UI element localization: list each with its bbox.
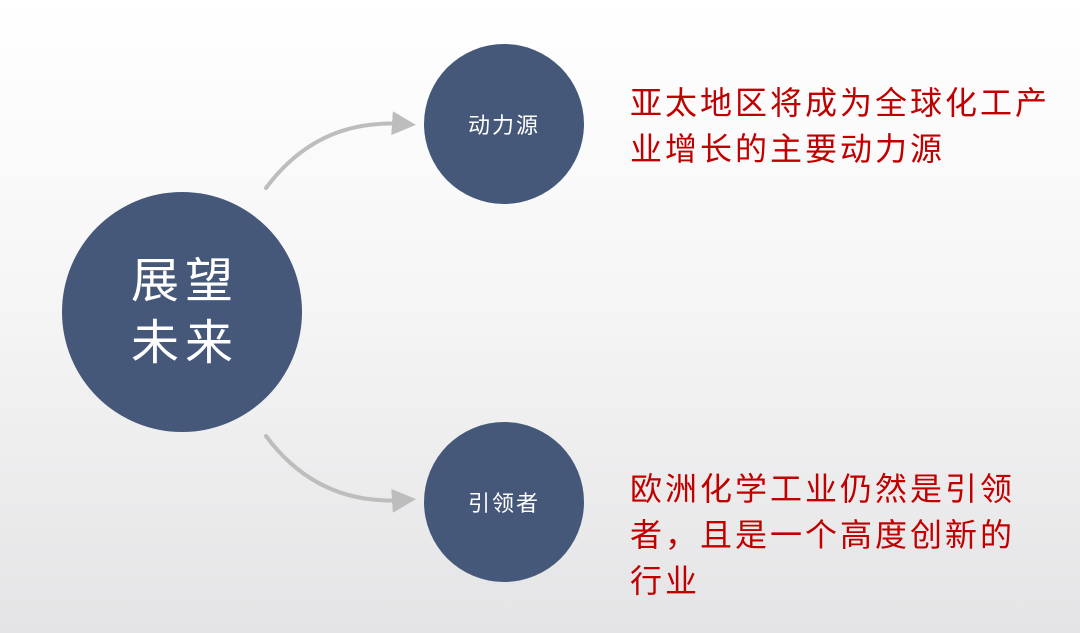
arrow-to-bottom-branch [264,434,416,513]
branch-description-leader: 欧洲化学工业仍然是引领者，且是一个高度创新的行业 [630,470,1016,600]
branch-node-leader: 引领者 [424,422,584,582]
main-topic-label: 展望未来 [130,253,239,371]
main-topic-node: 展望未来 [62,192,302,432]
branch-label-driving-force: 动力源 [467,114,540,139]
branch-description-driving-force: 亚太地区将成为全球化工产业增长的主要动力源 [630,84,1051,168]
branch-node-driving-force: 动力源 [424,44,584,204]
branch-label-leader: 引领者 [467,492,540,517]
arrow-to-top-branch [264,111,416,190]
